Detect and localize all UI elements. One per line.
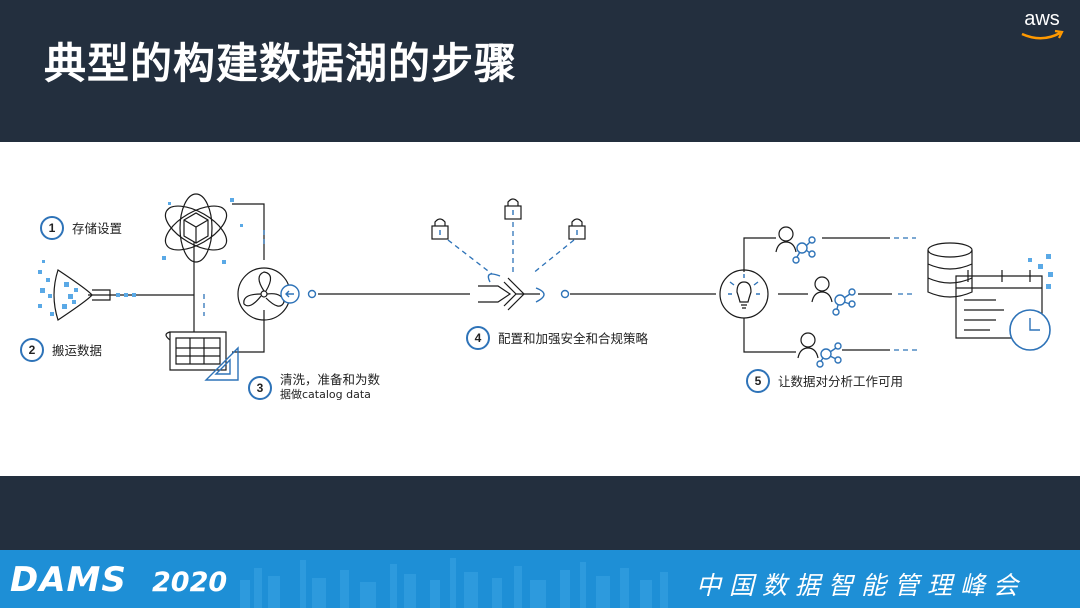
step-number: 5 <box>746 369 770 393</box>
slide-header: 典型的构建数据湖的步骤 aws <box>0 0 1080 142</box>
step-number: 3 <box>248 376 272 400</box>
fan-icon <box>237 267 300 321</box>
step-number: 4 <box>466 326 490 350</box>
slide-title: 典型的构建数据湖的步骤 <box>44 39 518 88</box>
step-5: 5 让数据对分析工作可用 <box>746 369 903 393</box>
connector-atom-fan <box>232 203 265 260</box>
diagram-canvas: .ln { stroke:#1a1a1a; stroke-width:1.2; … <box>0 142 1080 476</box>
dams-logo: DAMS <box>10 560 127 600</box>
database-icon <box>927 242 973 298</box>
aws-logo-text: aws <box>1024 8 1060 30</box>
aws-logo: aws <box>1018 8 1066 42</box>
dams-year: 2020 <box>152 567 228 598</box>
lock-icon <box>504 198 522 220</box>
user-network-icon <box>797 332 842 368</box>
funnel-icon <box>38 260 136 321</box>
step-label: 让数据对分析工作可用 <box>778 373 904 389</box>
merge-arrows-icon <box>478 273 545 311</box>
step-label-line2: 据做catalog data <box>280 388 371 401</box>
step-label: 配置和加强安全和合规策略 <box>498 330 649 346</box>
step-label-line1: 清洗，准备和为数 <box>280 372 381 387</box>
step-2: 2 搬运数据 <box>20 338 102 362</box>
atom-cube-icon <box>162 193 243 264</box>
footer-band <box>0 476 1080 550</box>
step-number: 1 <box>40 216 64 240</box>
step-4: 4 配置和加强安全和合规策略 <box>466 326 648 350</box>
step-label: 存储设置 <box>72 220 123 236</box>
user-network-icon <box>811 276 856 316</box>
step-number: 2 <box>20 338 44 362</box>
banner-subtitle: 中国数据智能管理峰会 <box>695 571 1026 600</box>
aws-smile-icon <box>1021 29 1064 40</box>
conference-banner: DAMS 2020 中国数据智能管理峰会 <box>0 550 1080 608</box>
lightbulb-icon <box>719 269 769 319</box>
user-network-icon <box>775 226 816 264</box>
lock-icon <box>568 218 586 240</box>
step-3: 3 清洗，准备和为数 据做catalog data <box>248 372 380 402</box>
step-1: 1 存储设置 <box>40 216 122 240</box>
lock-icon <box>431 218 449 240</box>
step-label: 搬运数据 <box>52 342 103 358</box>
connector-blueprint-fan <box>232 310 265 353</box>
calendar-clock-icon <box>955 254 1053 351</box>
diagram-svg: .ln { stroke:#1a1a1a; stroke-width:1.2; … <box>38 193 1053 381</box>
city-skyline <box>240 558 668 608</box>
blueprint-icon <box>165 331 239 381</box>
